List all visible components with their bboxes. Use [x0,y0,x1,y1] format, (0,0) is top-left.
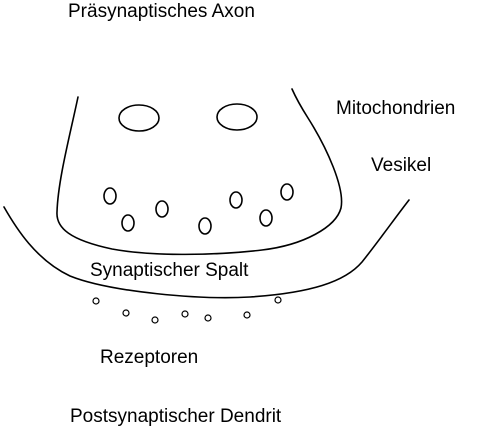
postsynaptic-membrane [3,199,410,299]
vesicle [103,187,117,205]
label-vesicles: Vesikel [371,155,432,176]
receptor [92,297,100,305]
receptor [204,314,212,322]
vesicle [121,214,135,232]
receptor [243,311,251,319]
vesicle [259,209,273,227]
label-mitochondria: Mitochondrien [336,98,456,119]
axon-terminal-outline [56,88,343,256]
mitochondrion [216,103,258,131]
label-postsynaptic-dendrite: Postsynaptischer Dendrit [70,406,282,427]
receptor [151,316,159,324]
label-presynaptic-axon: Präsynaptisches Axon [68,1,255,22]
vesicle [229,191,243,209]
receptor [181,310,189,318]
receptor [274,296,282,304]
label-receptors: Rezeptoren [100,347,199,368]
vesicle [155,200,169,218]
vesicle [198,217,212,235]
label-synaptic-cleft: Synaptischer Spalt [90,260,249,281]
receptor [122,309,130,317]
vesicle [280,183,294,201]
mitochondrion [118,104,160,132]
